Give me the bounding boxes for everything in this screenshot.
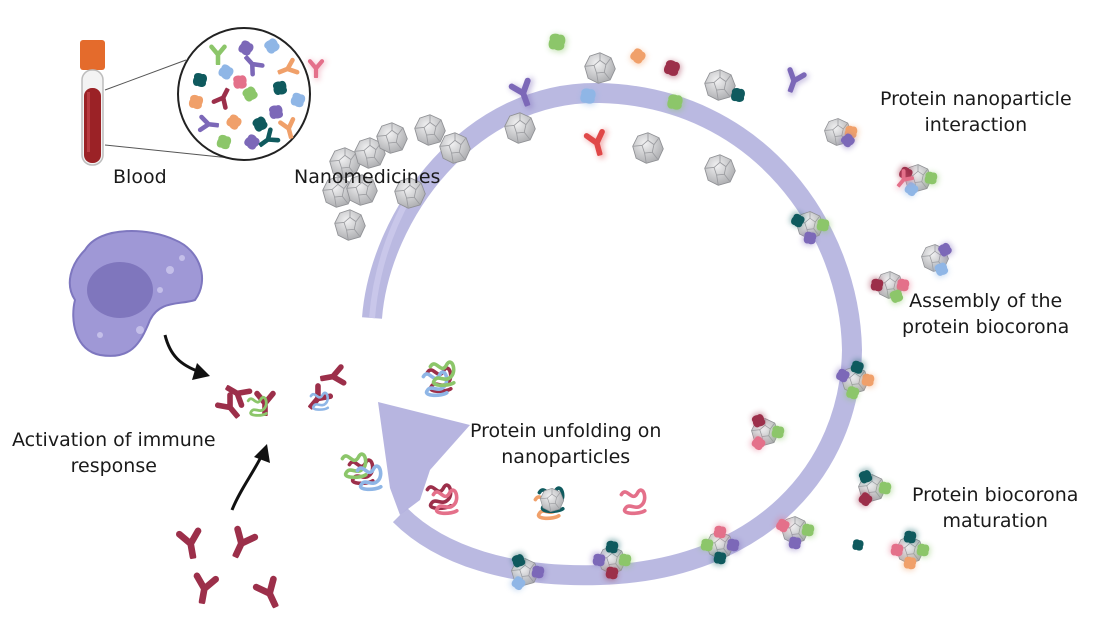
arrow-antibody-head: [254, 444, 270, 463]
blood-protein: [188, 94, 204, 110]
antibody: [320, 367, 343, 386]
protein-blue: [580, 88, 596, 104]
protein-teal: [731, 88, 745, 102]
label-nanomedicines-text: Nanomedicines: [294, 166, 441, 188]
label-nanomedicines: Nanomedicines: [294, 164, 440, 190]
corona-protein: [870, 278, 884, 292]
nanoparticle: [414, 114, 446, 146]
nanoparticle: [539, 487, 565, 513]
corona-protein: [903, 556, 917, 570]
protein-green: [667, 94, 683, 110]
corona-protein: [713, 525, 727, 539]
corona-protein: [861, 373, 875, 387]
label-blood: Blood: [113, 164, 167, 190]
zoom-line-bottom: [104, 144, 231, 159]
arrow-antibody-to-complex: [230, 454, 264, 511]
nanoparticle: [439, 132, 471, 164]
nanoparticle: [504, 112, 536, 144]
protein-teal: [852, 539, 864, 551]
corona-protein: [890, 543, 904, 557]
corona-protein: [878, 481, 892, 495]
blood-protein: [192, 72, 208, 88]
label-unfolding: Protein unfolding on nanoparticles: [470, 418, 661, 470]
label-activation-l1: Activation of immune: [12, 429, 216, 451]
blood-tube-icon: [80, 40, 105, 166]
corona-protein: [924, 171, 938, 185]
label-unfolding-l1: Protein unfolding on: [470, 420, 662, 442]
label-assembly-l1: Assembly of the: [909, 290, 1063, 312]
arrow-cell-to-complex: [163, 334, 201, 374]
label-assembly: Assembly of the protein biocorona: [902, 288, 1069, 340]
corona-protein: [713, 551, 727, 565]
corona-protein: [605, 540, 619, 554]
label-maturation-l2: maturation: [942, 510, 1048, 532]
antibody: [179, 531, 202, 559]
antibody: [193, 576, 216, 604]
label-blood-text: Blood: [113, 166, 167, 188]
nanoparticle: [334, 209, 366, 241]
macrophage-icon: [68, 230, 204, 357]
label-activation-l2: response: [70, 455, 157, 477]
corona-protein: [592, 553, 606, 567]
corona-protein: [618, 553, 632, 567]
antibody: [227, 529, 255, 559]
corona-protein: [801, 523, 815, 537]
zoom-line-top: [104, 59, 187, 91]
label-activation: Activation of immune response: [12, 427, 216, 479]
nanoparticle: [376, 122, 408, 154]
corona-protein: [771, 425, 785, 439]
corona-protein: [816, 218, 830, 232]
corona-protein: [700, 538, 714, 552]
arrow-cell-head: [192, 363, 210, 380]
antibody: [256, 579, 284, 609]
cycle-arrow-taper: [369, 193, 413, 319]
cycle-arrowhead: [378, 402, 470, 515]
protein-orange: [628, 46, 648, 66]
label-interaction-l2: interaction: [924, 114, 1028, 136]
label-maturation: Protein biocorona maturation: [912, 482, 1078, 534]
nanoparticle: [632, 132, 664, 164]
label-assembly-l2: protein biocorona: [902, 316, 1070, 338]
corona-protein: [803, 231, 817, 245]
label-unfolding-l2: nanoparticles: [501, 446, 631, 468]
corona-protein: [605, 566, 619, 580]
label-interaction-l1: Protein nanoparticle: [880, 88, 1072, 110]
corona-protein: [916, 543, 930, 557]
blood-proteins-zoom: [177, 27, 311, 161]
label-interaction: Protein nanoparticle interaction: [880, 86, 1072, 138]
corona-protein: [788, 536, 802, 550]
label-maturation-l1: Protein biocorona: [912, 484, 1079, 506]
corona-protein: [531, 565, 545, 579]
corona-protein: [726, 538, 740, 552]
cycle-arrow: [362, 82, 863, 586]
unfolded-protein: [619, 488, 647, 516]
protein-green: [548, 33, 566, 51]
nanoparticle: [704, 69, 736, 101]
nanoparticle: [584, 52, 616, 84]
nanoparticle: [704, 154, 736, 186]
